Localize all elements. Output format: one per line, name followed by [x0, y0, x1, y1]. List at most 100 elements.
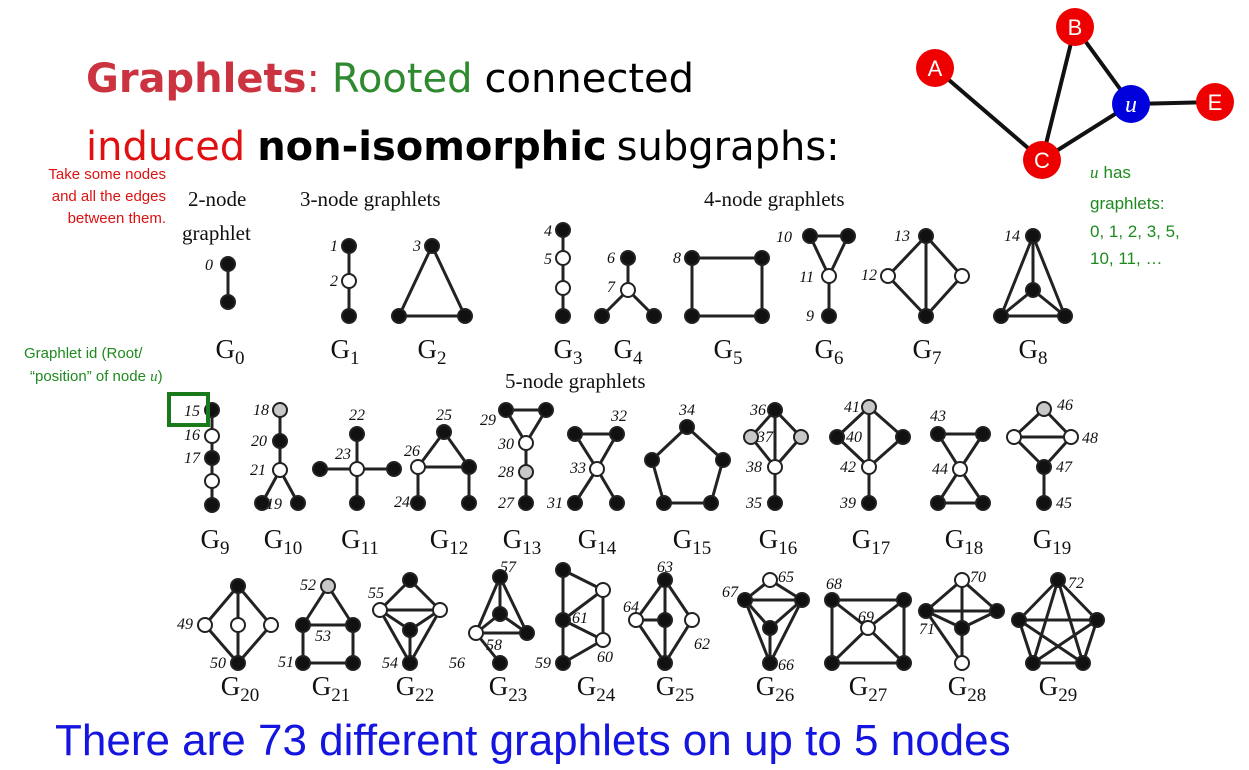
graphlet-node	[620, 282, 636, 298]
graphlet-name-25: G25	[656, 671, 695, 706]
graphlet-node	[824, 655, 840, 671]
graphlet-node	[230, 655, 246, 671]
graphlet-edge	[1056, 578, 1099, 622]
graphlet-node	[402, 572, 418, 588]
graphlet-node	[821, 268, 837, 284]
orbit-label-31: 31	[546, 495, 563, 512]
note-line-3: between them.	[68, 210, 166, 227]
graphlet-node	[1025, 282, 1041, 298]
graphlet-node	[1057, 308, 1073, 324]
svg-text:0, 1, 2, 3, 5,: 0, 1, 2, 3, 5,	[1090, 222, 1180, 241]
graphlet-name-22: G22	[396, 671, 435, 706]
orbit-label-47: 47	[1056, 459, 1073, 476]
graphlet-node	[895, 429, 911, 445]
graphlet-node	[1036, 495, 1052, 511]
example-node-c: C	[1023, 141, 1061, 179]
graphlet-node	[918, 228, 934, 244]
graphlet-node	[609, 495, 625, 511]
orbit-label-48: 48	[1082, 430, 1098, 447]
orbit-label-1: 1	[330, 238, 338, 255]
graphlet-node	[767, 459, 783, 475]
graphlet-node	[896, 655, 912, 671]
graphlet-edge	[397, 245, 434, 317]
graphlet-node	[320, 578, 336, 594]
orbit-label-23: 23	[335, 446, 351, 463]
graphlet-node	[424, 238, 440, 254]
graphlet-node	[684, 308, 700, 324]
graphlet-name-11: G11	[341, 524, 379, 559]
graphlet-0: 0G0	[205, 256, 245, 369]
graphlet-node	[555, 562, 571, 578]
graphlet-edge	[830, 626, 870, 665]
graphlet-node	[975, 495, 991, 511]
header-4-node: 4-node graphlets	[704, 187, 845, 211]
graphlet-edge	[924, 610, 964, 664]
orbit-label-50: 50	[210, 655, 226, 672]
graphlet-node	[595, 582, 611, 598]
graphlet-node	[492, 569, 508, 585]
svg-text:B: B	[1068, 15, 1083, 40]
graphlet-node	[954, 655, 970, 671]
graphlet-node	[679, 419, 695, 435]
graphlet-node	[829, 429, 845, 445]
graphlet-name-16: G16	[759, 524, 798, 559]
example-node-u: u	[1112, 85, 1150, 123]
graphlet-node	[644, 452, 660, 468]
orbit-label-3: 3	[412, 238, 421, 255]
orbit-label-49: 49	[177, 616, 193, 633]
graphlet-node	[518, 435, 534, 451]
orbit-label-43: 43	[930, 408, 946, 425]
orbit-label-45: 45	[1056, 495, 1072, 512]
graphlet-node	[767, 495, 783, 511]
graphlet-node	[1089, 612, 1105, 628]
orbit-label-58: 58	[486, 637, 502, 654]
graphlet-node	[594, 308, 610, 324]
graphlet-name-10: G10	[264, 524, 303, 559]
graphlet-node	[1063, 429, 1079, 445]
orbit-label-27: 27	[498, 495, 515, 512]
orbit-label-59: 59	[535, 655, 551, 672]
orbit-label-32: 32	[610, 408, 627, 425]
graphlet-node	[657, 612, 673, 628]
graphlet-edge	[1017, 578, 1060, 622]
svg-text:graphlets:: graphlets:	[1090, 194, 1165, 213]
graphlet-node	[802, 228, 818, 244]
orbit-label-9: 9	[806, 308, 814, 325]
graphlet-node	[254, 495, 270, 511]
orbit-label-11: 11	[799, 269, 814, 286]
orbit-label-65: 65	[778, 569, 794, 586]
graphlet-node	[896, 592, 912, 608]
orbit-label-66: 66	[778, 657, 794, 674]
graphlet-node	[861, 399, 877, 415]
graphlet-edge	[768, 599, 804, 664]
orbit-label-55: 55	[368, 585, 384, 602]
graphlet-node	[197, 617, 213, 633]
graphlet-edge	[1032, 618, 1098, 665]
orbit-label-33: 33	[569, 460, 586, 477]
graphlet-edge	[924, 274, 964, 318]
graphlet-node	[295, 617, 311, 633]
orbit-label-7: 7	[607, 279, 616, 296]
graphlet-node	[555, 280, 571, 296]
graphlet-node	[341, 308, 357, 324]
graphlet-node	[1025, 228, 1041, 244]
graphlet-edge	[866, 626, 906, 665]
orbit-label-26: 26	[404, 443, 420, 460]
orbit-label-0: 0	[205, 257, 213, 274]
edge-a-c	[933, 66, 1044, 162]
orbit-label-46: 46	[1057, 397, 1073, 414]
graphlet-node	[794, 592, 810, 608]
graphlet-edge	[924, 234, 964, 278]
graphlet-5: 8G5	[673, 250, 770, 369]
header-5-node: 5-node graphlets	[505, 369, 646, 393]
title-graphlets: Graphlets	[86, 56, 306, 102]
graphlet-node	[762, 572, 778, 588]
graphlet-id-line-2: “position” of node u)	[30, 368, 163, 385]
